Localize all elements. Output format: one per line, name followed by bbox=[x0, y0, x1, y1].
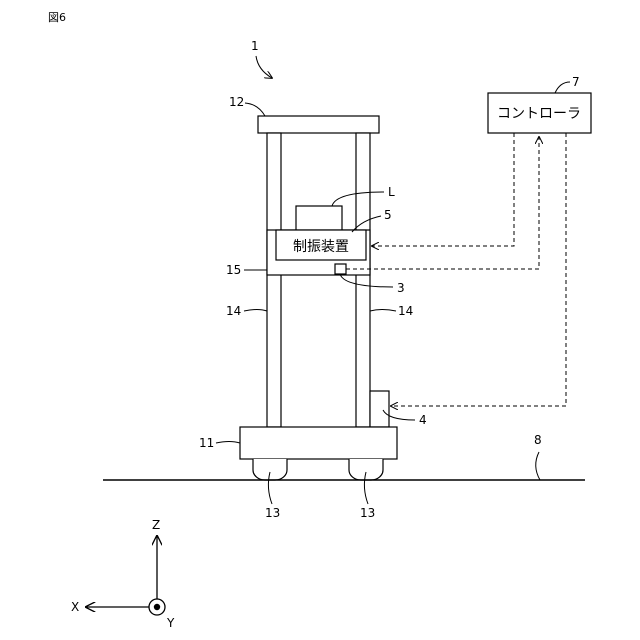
base bbox=[240, 427, 397, 459]
controller-label: コントローラ bbox=[497, 106, 581, 122]
ref-system: 1 bbox=[251, 39, 259, 53]
sensor bbox=[335, 264, 346, 274]
top-plate bbox=[258, 116, 379, 133]
column-right bbox=[356, 133, 370, 427]
ref-base: 11 bbox=[199, 436, 214, 450]
ref-floor-leader bbox=[536, 452, 540, 480]
axis-y-label: Y bbox=[166, 616, 175, 630]
ref-wheel-right: 13 bbox=[360, 506, 375, 520]
axis-z-label: Z bbox=[152, 518, 160, 532]
ref-actuator: 4 bbox=[419, 413, 427, 427]
damper-device-label: 制振装置 bbox=[293, 239, 349, 255]
ref-platform: 15 bbox=[226, 263, 241, 277]
ref-base-leader bbox=[216, 442, 240, 444]
ref-damper: 5 bbox=[384, 208, 392, 222]
signal-sensor-to-controller bbox=[346, 137, 539, 269]
ref-sensor: 3 bbox=[397, 281, 405, 295]
axis-y-dot bbox=[154, 604, 160, 610]
ref-column-right-leader bbox=[370, 310, 396, 312]
axis-x-label: X bbox=[71, 600, 79, 614]
actuator bbox=[370, 391, 389, 427]
figure-title: 図6 bbox=[48, 11, 66, 24]
wheel-left bbox=[253, 459, 287, 480]
ref-top-plate-leader bbox=[245, 103, 265, 116]
ref-system-arrow bbox=[256, 56, 272, 78]
ref-column-right: 14 bbox=[398, 304, 413, 318]
ref-controller: 7 bbox=[572, 75, 580, 89]
ref-load: L bbox=[388, 185, 395, 199]
ref-top-plate: 12 bbox=[229, 95, 244, 109]
ref-controller-leader bbox=[555, 82, 570, 93]
load-block bbox=[296, 206, 342, 230]
wheel-right bbox=[349, 459, 383, 480]
ref-column-left-leader bbox=[244, 310, 267, 312]
ref-column-left: 14 bbox=[226, 304, 241, 318]
ref-floor: 8 bbox=[534, 433, 542, 447]
ref-wheel-left: 13 bbox=[265, 506, 280, 520]
column-left bbox=[267, 133, 281, 427]
